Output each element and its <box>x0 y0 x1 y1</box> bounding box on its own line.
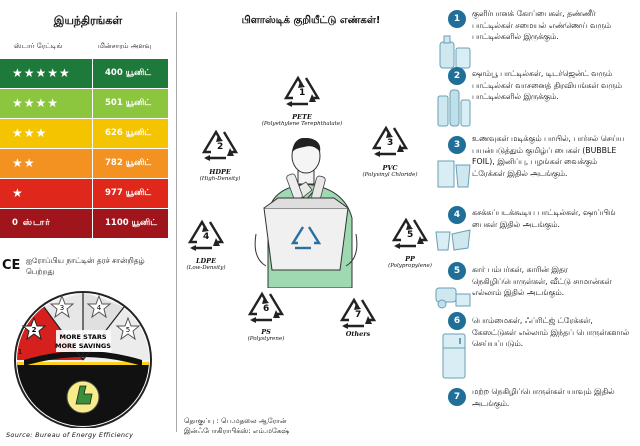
code-sub: (High-Density) <box>199 176 241 182</box>
rating-row: ★★★ 626 யூனிட் <box>0 119 168 148</box>
shopping-bag-icon <box>435 229 471 251</box>
code-name: LDPE <box>195 257 217 265</box>
code-number: 6 <box>263 304 270 314</box>
item-number-badge: 3 <box>448 136 466 154</box>
code-sub: (Polyethylene Terephthalate) <box>261 121 343 127</box>
code-name: PS <box>261 328 271 336</box>
credit-compiler: தொகுப்பு : பெ.மதலை ஆரோன் <box>184 417 287 425</box>
rating-value: 977 யூனிட் <box>92 179 168 208</box>
code-number: 7 <box>355 310 362 320</box>
code-sub: (Polystyrene) <box>247 336 285 342</box>
item-number-badge: 4 <box>448 206 466 224</box>
rating-value: 501 யூனிட் <box>92 89 168 118</box>
code-number: 1 <box>299 88 306 98</box>
item-description: ஷாம்பூ பாட்டில்கள், டிடர்ஜென்ட் வரும் பா… <box>472 69 622 101</box>
item-description: குளிர்பானக் கோப்பைகள், தண்ணீர் பாட்டில்க… <box>472 9 611 41</box>
rating-value: 626 யூனிட் <box>92 119 168 148</box>
item-description: கசக்கப்படக்கூடிய பாட்டில்கள், ஷாப்பிங் ப… <box>472 208 616 229</box>
item-description: மற்ற நெகிழிப்பொருள்கள் யாவும் இதில் அடங்… <box>472 387 615 408</box>
rating-stars: ★★★★★ <box>12 66 71 80</box>
man-holding-recycle-box-illustration <box>254 138 358 288</box>
code-sub: (Polyvinyl Chloride) <box>362 172 418 178</box>
plastic-codes-title: பிளாஸ்டிக் குறியீட்டு எண்கள்! <box>241 15 381 26</box>
fridge-icon <box>442 333 466 379</box>
code-number: 4 <box>203 232 210 242</box>
gauge-number: 3 <box>60 304 64 312</box>
panel-divider <box>176 12 177 432</box>
code-name: HDPE <box>209 168 231 176</box>
code-name: PETE <box>292 113 312 121</box>
rating-stars: 0 ஸ்டார் <box>12 218 51 228</box>
item-number-badge: 6 <box>448 312 466 330</box>
code-number: 3 <box>387 138 394 148</box>
column-header-star: ஸ்டார் ரேட்டிங் <box>14 42 63 50</box>
rating-stars: ★★★★ <box>12 96 60 110</box>
code-name: Others <box>345 330 371 338</box>
code-name: PVC <box>382 164 398 172</box>
code-label-ldpe: LDPE (Low-Density) <box>166 257 246 271</box>
item-description: உணவுகள் மடிக்கும் பாயில், பார்சல் செய்ய … <box>472 134 625 178</box>
gauge-number: 4 <box>97 304 102 312</box>
item-description: கார் பம்பர்கள், காரின் இதர நெகிழிப்பொருள… <box>472 265 612 297</box>
code-sub: (Low-Density) <box>186 265 226 271</box>
rating-row: ★★★★★ 400 யூனிட் <box>0 59 168 88</box>
code-sub: (Polypropylene) <box>388 263 432 269</box>
rating-value: 1100 யூனிட் <box>92 209 168 238</box>
car-parts-icon <box>435 287 471 309</box>
code-label-ps: PS (Polystyrene) <box>226 328 306 342</box>
credit-block: தொகுப்பு : பெ.மதலை ஆரோன் இன்ஃபோகிராபிக்ஸ… <box>184 416 289 436</box>
credit-infographics: இன்ஃபோகிராபிக்ஸ்: எம்.மகேஷ் <box>184 427 290 435</box>
rating-row: ★★★★ 501 யூனிட் <box>0 89 168 118</box>
food-wrap-icon <box>437 160 471 188</box>
item-number-badge: 5 <box>448 262 466 280</box>
item-description: பொம்மைகள், ஃப்ரிட்ஜ் ட்ரேக்கள், கேஸட்டுக… <box>472 316 630 348</box>
rating-row: 0 ஸ்டார் 1100 யூனிட் <box>0 209 168 238</box>
column-header-power: மின்சாரம் அளவு <box>98 42 152 50</box>
source-note: Source: Bureau of Energy Efficiency <box>6 431 134 439</box>
rating-row: ★★ 782 யூனிட் <box>0 149 168 178</box>
star-rating-gauge-icon: 2 3 4 5 1 MORE STARS MORE SAVINGS <box>14 291 152 428</box>
code-label-hdpe: HDPE (High-Density) <box>180 168 260 182</box>
water-bottle-icon <box>439 35 471 69</box>
code-number: 5 <box>407 230 414 240</box>
rating-row: ★ 977 யூனிட் <box>0 179 168 208</box>
code-label-pp: PP (Polypropylene) <box>370 255 450 269</box>
energy-rating-panel: இயந்திரங்கள் ஸ்டார் ரேட்டிங் மின்சாரம் அ… <box>0 0 176 446</box>
gauge-text: MORE SAVINGS <box>55 342 111 350</box>
eu-certification-text: ஐரோப்பிய நாட்டின் தரச் சான்றிதழ் பெற்றது <box>26 256 145 276</box>
code-label-others: Others <box>318 330 398 338</box>
gauge-text: MORE STARS <box>59 333 106 341</box>
rating-stars: ★★★ <box>12 126 48 140</box>
code-label-pvc: PVC (Polyvinyl Chloride) <box>345 164 435 178</box>
gauge-number: 1 <box>18 348 22 356</box>
shampoo-bottle-icon <box>437 89 471 127</box>
item-number-badge: 1 <box>448 10 466 28</box>
code-number: 2 <box>217 142 224 152</box>
code-label-pete: PETE (Polyethylene Terephthalate) <box>252 113 352 127</box>
panel-title: இயந்திரங்கள் <box>53 14 123 27</box>
code-name: PP <box>405 255 415 263</box>
gauge-number: 2 <box>32 326 37 334</box>
item-number-badge: 2 <box>448 67 466 85</box>
rating-value: 400 யூனிட் <box>92 59 168 88</box>
rating-stars: ★★ <box>12 156 36 170</box>
rating-value: 782 யூனிட் <box>92 149 168 178</box>
item-number-badge: 7 <box>448 388 466 406</box>
rating-stars: ★ <box>12 186 24 200</box>
ce-mark-icon: CE <box>2 258 21 273</box>
gauge-number: 5 <box>126 326 130 334</box>
